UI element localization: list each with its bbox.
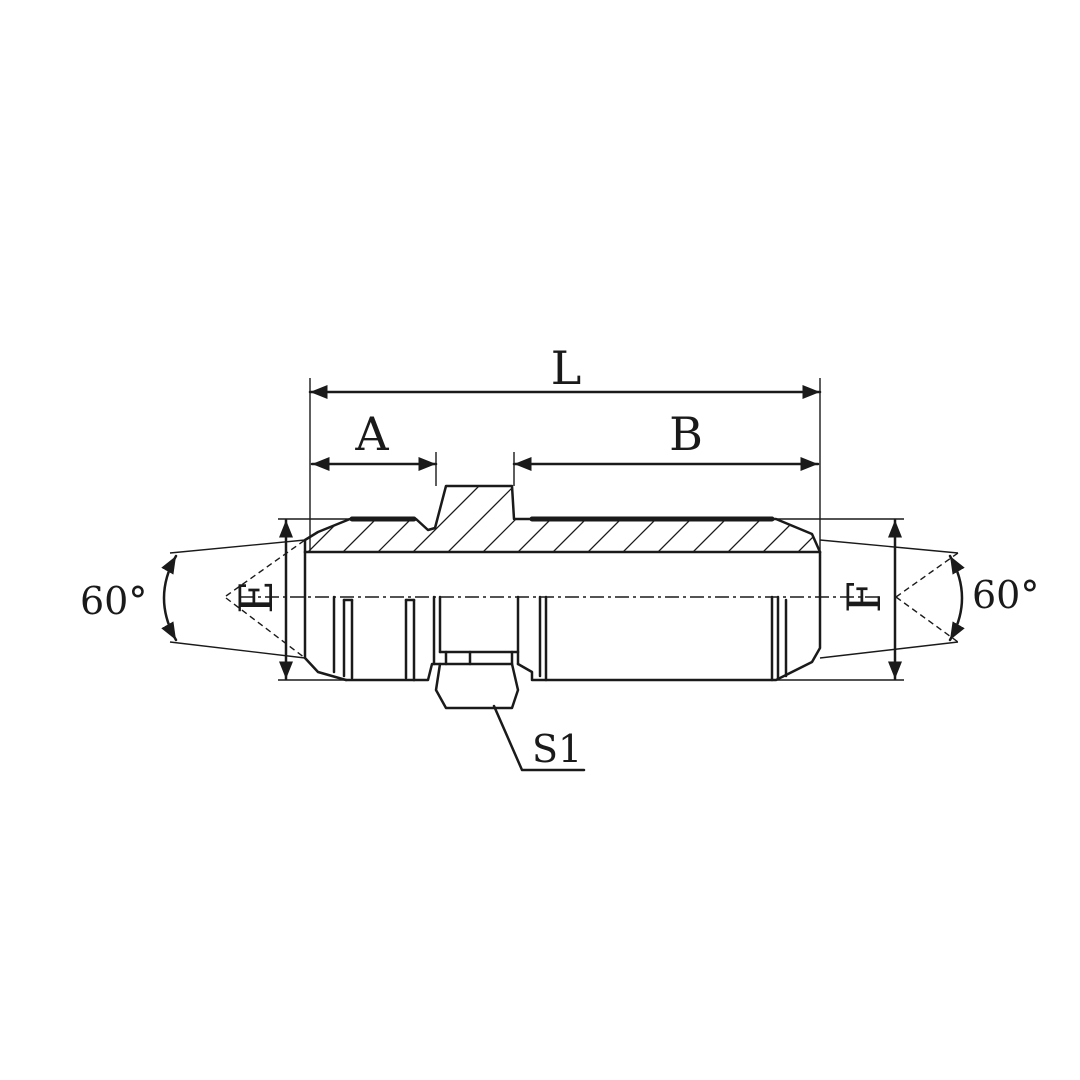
label-f: F	[837, 581, 891, 613]
fitting-view-lower	[303, 550, 822, 710]
dimension-b: B	[512, 407, 820, 486]
dimension-a: A	[310, 407, 438, 486]
label-a: A	[354, 407, 389, 461]
dimension-l: L	[308, 341, 822, 552]
right-cone-angle: 60°	[819, 539, 1039, 659]
section-hatching	[305, 486, 820, 552]
left-cone-angle: 60°	[80, 539, 306, 659]
hex-nut	[434, 650, 520, 710]
label-b: B	[669, 407, 703, 461]
label-right-angle: 60°	[972, 573, 1039, 617]
label-e: E	[229, 580, 283, 614]
label-s1: S1	[532, 727, 582, 771]
dimension-e: E	[229, 518, 352, 681]
label-l: L	[551, 341, 582, 395]
hex-size-leader: S1	[492, 704, 586, 772]
fitting-section-upper	[303, 484, 822, 554]
label-left-angle: 60°	[80, 579, 147, 623]
